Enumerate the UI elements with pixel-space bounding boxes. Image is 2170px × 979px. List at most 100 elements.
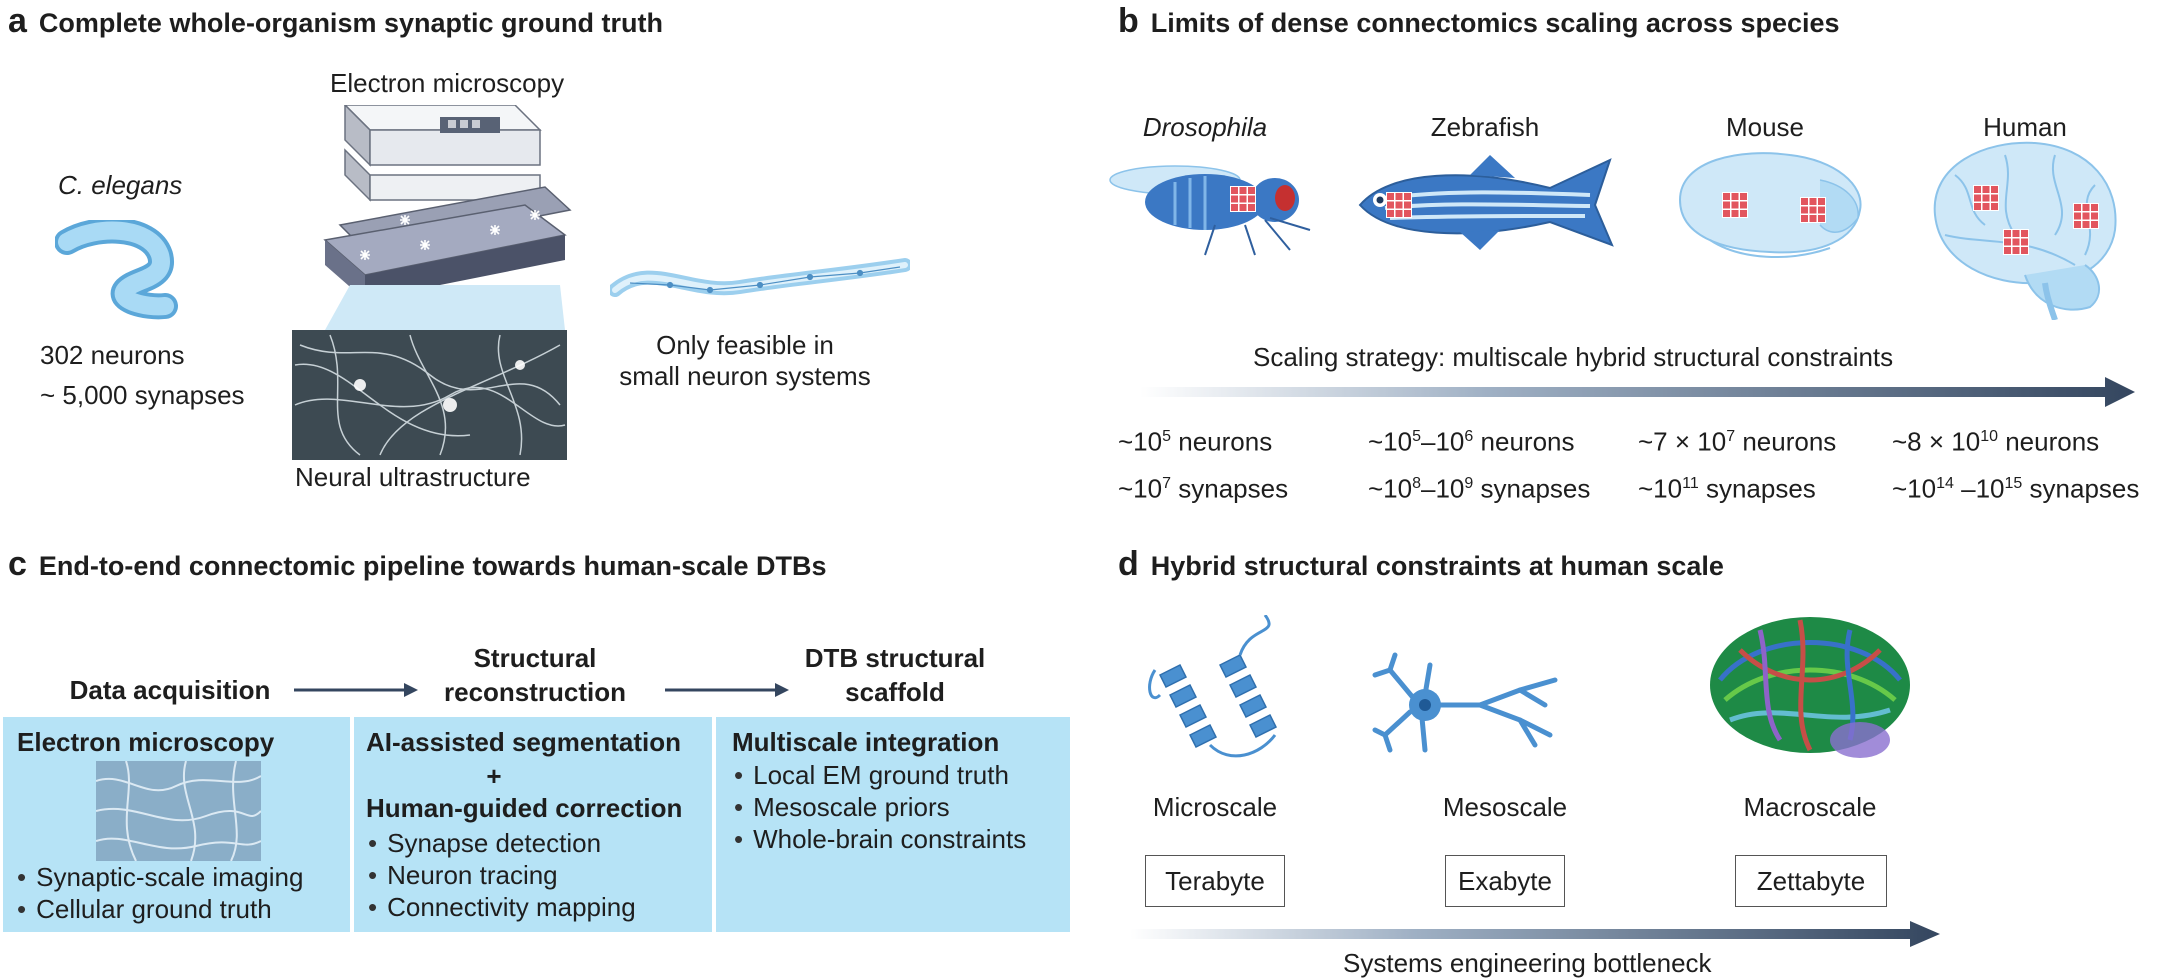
scaling-strategy-label: Scaling strategy: multiscale hybrid stru… bbox=[1253, 342, 1894, 372]
feasible-line-2: small neuron systems bbox=[619, 361, 871, 391]
macroscale-label: Macroscale bbox=[1743, 792, 1877, 822]
em-thumbnail-image bbox=[96, 761, 261, 861]
mouse-brain-icon bbox=[1678, 152, 1862, 259]
species-drosophila-label: Drosophila bbox=[1142, 112, 1268, 142]
stat-text: synapses bbox=[2022, 473, 2140, 504]
c-elegans-worm-icon bbox=[55, 220, 178, 320]
panel-c-title: c End-to-end connectomic pipeline towards… bbox=[8, 545, 827, 584]
stat-exponent: 8 bbox=[1412, 474, 1422, 492]
stat-text: ~10 bbox=[1638, 473, 1683, 504]
stat-text: neurons bbox=[1998, 426, 2100, 457]
stat-text: synapses bbox=[1171, 473, 1289, 504]
scaffold-bullet: Mesoscale priors bbox=[734, 791, 950, 823]
stat-exponent: 14 bbox=[1936, 474, 1954, 492]
stat-text: ~10 bbox=[1118, 473, 1163, 504]
scaffold-stage-box: Multiscale integration Local EM ground t… bbox=[716, 717, 1070, 932]
electron-microscope-icon bbox=[292, 105, 572, 460]
bottleneck-label: Systems engineering bottleneck bbox=[1343, 948, 1712, 978]
human-neurons: ~8 × 1010 neurons bbox=[1892, 416, 2139, 463]
terabyte-box: Terabyte bbox=[1145, 855, 1285, 907]
stat-text: ~10 bbox=[1368, 473, 1413, 504]
stat-exponent: 7 bbox=[1726, 428, 1736, 445]
neuron-count: 302 neurons bbox=[40, 340, 185, 370]
stat-exponent: 15 bbox=[2004, 474, 2023, 492]
c-elegans-label: C. elegans bbox=[58, 170, 183, 200]
panel-d-letter: d bbox=[1118, 545, 1139, 583]
stage-2-header-line: reconstruction bbox=[443, 677, 627, 707]
plus-sign: + bbox=[486, 761, 502, 791]
mesoscale-label: Mesoscale bbox=[1442, 792, 1568, 822]
panel-b-title: b Limits of dense connectomics scaling ac… bbox=[1118, 2, 1840, 41]
stat-exponent: 5 bbox=[1412, 428, 1422, 445]
stat-text: –10 bbox=[1421, 426, 1465, 457]
stat-exponent: 11 bbox=[1682, 474, 1699, 492]
zebrafish-neurons: ~105–106 neurons bbox=[1368, 416, 1590, 463]
stat-text: synapses bbox=[1473, 473, 1591, 504]
species-mouse-label: Mouse bbox=[1725, 112, 1805, 142]
species-human-label: Human bbox=[1983, 112, 2067, 142]
stat-text: synapses bbox=[1698, 473, 1816, 504]
drosophila-neurons: ~105 neurons bbox=[1118, 416, 1288, 463]
stage-2-header: Structural reconstruction bbox=[370, 641, 700, 709]
stat-exponent: 5 bbox=[1162, 428, 1172, 445]
stage-3-header-line: scaffold bbox=[845, 677, 945, 707]
reconstruction-bullet: Synapse detection bbox=[368, 827, 601, 859]
stat-text: neurons bbox=[1735, 426, 1837, 457]
stage-3-header: DTB structural scaffold bbox=[750, 641, 1040, 709]
zebrafish-synapses: ~108–109 synapses bbox=[1368, 463, 1590, 510]
scaffold-bullet: Whole-brain constraints bbox=[734, 823, 1026, 855]
pipeline-arrow-1 bbox=[294, 683, 418, 697]
panel-b-letter: b bbox=[1118, 2, 1139, 40]
stage-2-header-line: Structural bbox=[473, 643, 597, 673]
human-stats: ~8 × 1010 neurons ~1014 –1015 synapses bbox=[1892, 416, 2139, 509]
em-label: Electron microscopy bbox=[330, 68, 565, 98]
scaling-arrow bbox=[1140, 377, 2135, 407]
drosophila-synapses: ~107 synapses bbox=[1118, 463, 1288, 510]
panel-c-title-text: End-to-end connectomic pipeline towards … bbox=[38, 551, 827, 581]
panel-a-letter: a bbox=[8, 2, 27, 40]
brain-tractography-icon bbox=[1710, 617, 1910, 758]
microscale-label: Microscale bbox=[1152, 792, 1278, 822]
stat-text: –10 bbox=[1421, 473, 1465, 504]
feasible-note: Only feasible in small neuron systems bbox=[590, 330, 900, 392]
panel-c-letter: c bbox=[8, 545, 27, 583]
reconstruction-bullet: Neuron tracing bbox=[368, 859, 558, 891]
stage-3-header-line: DTB structural bbox=[804, 643, 986, 673]
zettabyte-box: Zettabyte bbox=[1735, 855, 1887, 907]
exabyte-box: Exabyte bbox=[1445, 855, 1565, 907]
stage-1-header: Data acquisition bbox=[69, 675, 271, 705]
stat-text: neurons bbox=[1473, 426, 1575, 457]
mouse-neurons: ~7 × 107 neurons bbox=[1638, 416, 1836, 463]
neuron-icon bbox=[1372, 652, 1558, 753]
stat-text: ~10 bbox=[1368, 426, 1413, 457]
zebrafish-icon bbox=[1358, 155, 1614, 250]
em-stage-title: Electron microscopy bbox=[17, 727, 275, 757]
stat-text: ~10 bbox=[1892, 473, 1937, 504]
panel-a-title: a Complete whole-organism synaptic ground… bbox=[8, 2, 663, 41]
mouse-stats: ~7 × 107 neurons ~1011 synapses bbox=[1638, 416, 1836, 509]
protein-structure-icon bbox=[1148, 615, 1278, 758]
human-brain-icon bbox=[1933, 141, 2117, 320]
bottleneck-arrow bbox=[1130, 921, 1940, 947]
species-zebrafish-label: Zebrafish bbox=[1430, 112, 1540, 142]
scaffold-bullet: Local EM ground truth bbox=[734, 759, 1009, 791]
reconstruction-title: AI-assisted segmentation bbox=[366, 727, 681, 757]
reconstruction-title-2: Human-guided correction bbox=[366, 793, 683, 823]
human-synapses: ~1014 –1015 synapses bbox=[1892, 463, 2139, 510]
panel-b-title-text: Limits of dense connectomics scaling acr… bbox=[1150, 8, 1840, 38]
drosophila-stats: ~105 neurons ~107 synapses bbox=[1118, 416, 1288, 509]
stat-text: ~8 × 10 bbox=[1892, 426, 1981, 457]
pipeline-arrow-2 bbox=[665, 683, 789, 697]
mouse-synapses: ~1011 synapses bbox=[1638, 463, 1836, 510]
em-stage-box: Electron microscopy Synaptic-scale imagi… bbox=[3, 717, 350, 932]
stat-text: ~10 bbox=[1118, 426, 1163, 457]
reconstruction-bullet: Connectivity mapping bbox=[368, 891, 636, 923]
stat-exponent: 10 bbox=[1980, 428, 1998, 445]
synapse-count: ~ 5,000 synapses bbox=[40, 380, 245, 410]
stat-exponent: 9 bbox=[1464, 474, 1474, 492]
drosophila-icon bbox=[1109, 165, 1311, 256]
panel-a-title-text: Complete whole-organism synaptic ground … bbox=[38, 8, 663, 38]
panel-d-title-text: Hybrid structural constraints at human s… bbox=[1150, 551, 1724, 581]
ultrastructure-label: Neural ultrastructure bbox=[295, 462, 531, 492]
zebrafish-stats: ~105–106 neurons ~108–109 synapses bbox=[1368, 416, 1590, 509]
